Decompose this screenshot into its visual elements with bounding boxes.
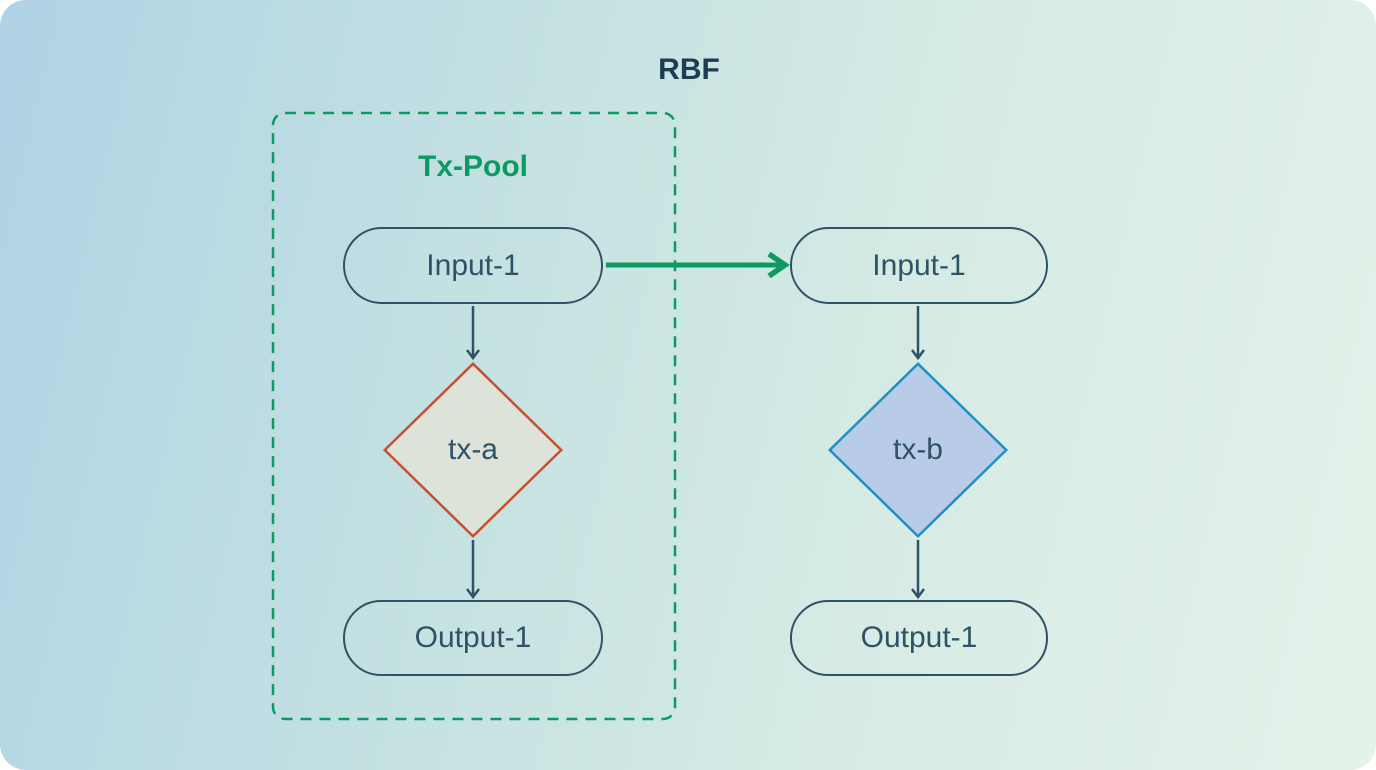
node-tx-b: tx-b [828, 362, 1008, 538]
node-input-1-replacement: Input-1 [790, 227, 1048, 304]
node-output-1-replacement: Output-1 [790, 600, 1048, 676]
node-label: tx-b [892, 433, 943, 466]
tx-pool-label: Tx-Pool [418, 150, 528, 183]
node-label: Input-1 [426, 248, 520, 282]
node-label: Output-1 [414, 621, 532, 654]
node-label: Output-1 [860, 621, 978, 654]
tx-pool-boundary [271, 111, 677, 721]
node-label: Input-1 [872, 248, 966, 282]
node-output-1-pool: Output-1 [343, 600, 603, 676]
node-input-1-pool: Input-1 [343, 227, 603, 304]
diagram-title: RBF [658, 53, 720, 86]
node-tx-a: tx-a [383, 362, 563, 538]
node-label: tx-a [447, 433, 498, 466]
